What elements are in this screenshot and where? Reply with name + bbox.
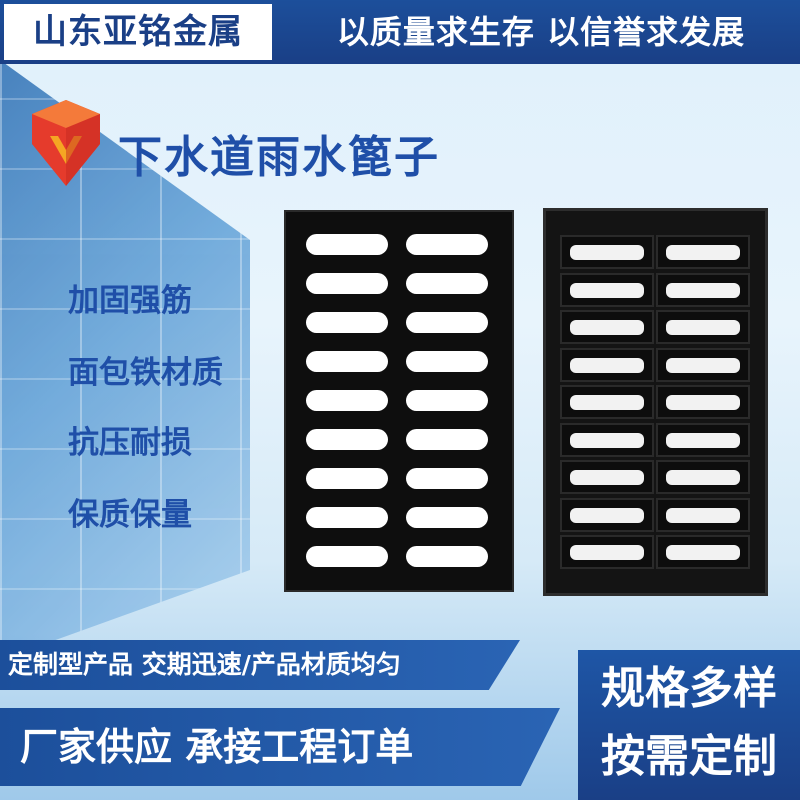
company-label-box (4, 4, 272, 60)
grate-slot (666, 245, 740, 260)
grate-cell (656, 272, 750, 307)
grate-slot (306, 468, 388, 489)
grate-slot (666, 507, 740, 523)
grate-cell (656, 310, 750, 344)
grate-slot (666, 282, 740, 298)
grate-slot (666, 432, 740, 448)
grate-cell (560, 422, 654, 457)
spec-custom: 按需定制 (601, 731, 777, 782)
slogan: 以质量求生存 以信誉求发展 (336, 13, 746, 51)
grate-slot (570, 432, 644, 448)
grate-cell (560, 535, 654, 569)
grate-slot (666, 470, 740, 485)
grate-slot (406, 351, 488, 372)
grate-cell (560, 497, 654, 532)
grate-slot (406, 546, 488, 567)
grate-image-right (543, 208, 768, 596)
grate-image-left (284, 210, 514, 592)
grate-cell (656, 347, 750, 382)
info-band-2-text: 厂家供应 承接工程订单 (20, 725, 414, 769)
grate-slot (406, 390, 488, 411)
grate-slot (306, 351, 388, 372)
grate-slot (666, 395, 740, 410)
grate-slot (406, 429, 488, 450)
grate-slot (666, 320, 740, 335)
grate-cell (656, 235, 750, 269)
grate-cell (656, 385, 750, 419)
grate-slot (570, 395, 644, 410)
grate-cell (560, 235, 654, 269)
info-band-2 (0, 708, 560, 786)
grate-slot (570, 245, 644, 260)
grate-slot (306, 507, 388, 528)
grate-slot (406, 312, 488, 333)
feature-quality-assurance: 保质保量 (68, 497, 192, 533)
grate-slot (570, 320, 644, 335)
grate-slot (570, 282, 644, 298)
info-band-1 (0, 640, 520, 690)
grate-slot (306, 234, 388, 255)
grate-cell (656, 497, 750, 532)
grate-cell (656, 535, 750, 569)
grate-cell (560, 310, 654, 344)
grate-slot (306, 312, 388, 333)
grate-slot (406, 273, 488, 294)
grate-cell (656, 460, 750, 494)
spec-variety: 规格多样 (601, 663, 777, 714)
grate-slot (306, 273, 388, 294)
grate-slot (306, 546, 388, 567)
grate-slot (570, 470, 644, 485)
feature-material: 面包铁材质 (68, 355, 223, 391)
shield-logo-icon (32, 100, 100, 186)
feature-pressure-resistant: 抗压耐损 (68, 425, 192, 461)
grate-cell (560, 347, 654, 382)
feature-reinforced-ribs: 加固强筋 (68, 283, 192, 319)
grate-slot (406, 468, 488, 489)
grate-cell (560, 460, 654, 494)
product-title: 下水道雨水篦子 (118, 132, 440, 183)
grate-slot (570, 545, 644, 560)
grate-slot (306, 429, 388, 450)
grate-cell (560, 385, 654, 419)
grate-cell (656, 422, 750, 457)
grate-slot (406, 234, 488, 255)
grate-slot (666, 357, 740, 373)
info-band-1-text: 定制型产品 交期迅速/产品材质均匀 (8, 650, 401, 679)
spec-box (578, 650, 800, 800)
grate-slot (570, 507, 644, 523)
grate-slot (570, 357, 644, 373)
grate-slot (406, 507, 488, 528)
company-name: 山东亚铭金属 (33, 12, 243, 52)
grate-slot (306, 390, 388, 411)
grate-slot (666, 545, 740, 560)
grate-cell (560, 272, 654, 307)
